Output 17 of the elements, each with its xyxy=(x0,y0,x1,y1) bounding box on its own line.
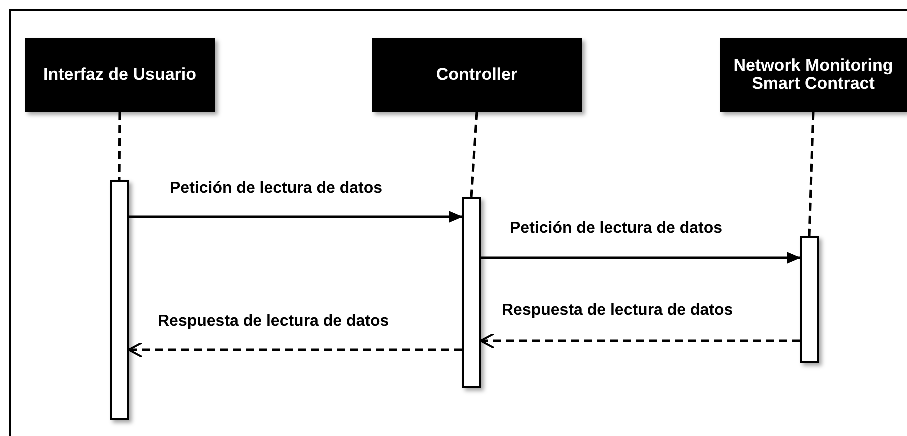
lifeline xyxy=(470,112,478,198)
participant-box: Controller xyxy=(372,38,582,112)
lifeline xyxy=(118,112,122,180)
lifeline xyxy=(808,112,815,236)
edge-label: Petición de lectura de datos xyxy=(170,180,382,198)
edge-label: Petición de lectura de datos xyxy=(510,220,722,238)
edge-label: Respuesta de lectura de datos xyxy=(158,313,390,331)
activation-bar xyxy=(462,197,481,388)
activation-bar xyxy=(800,236,819,363)
message-arrow xyxy=(481,252,801,264)
participant-box: Interfaz de Usuario xyxy=(25,38,215,112)
edge-label: Respuesta de lectura de datos xyxy=(502,302,734,320)
message-arrow xyxy=(480,333,800,349)
participant-box: Network Monitoring Smart Contract xyxy=(720,38,907,112)
message-arrow xyxy=(128,342,462,358)
message-arrow xyxy=(129,211,463,223)
activation-bar xyxy=(110,180,129,420)
